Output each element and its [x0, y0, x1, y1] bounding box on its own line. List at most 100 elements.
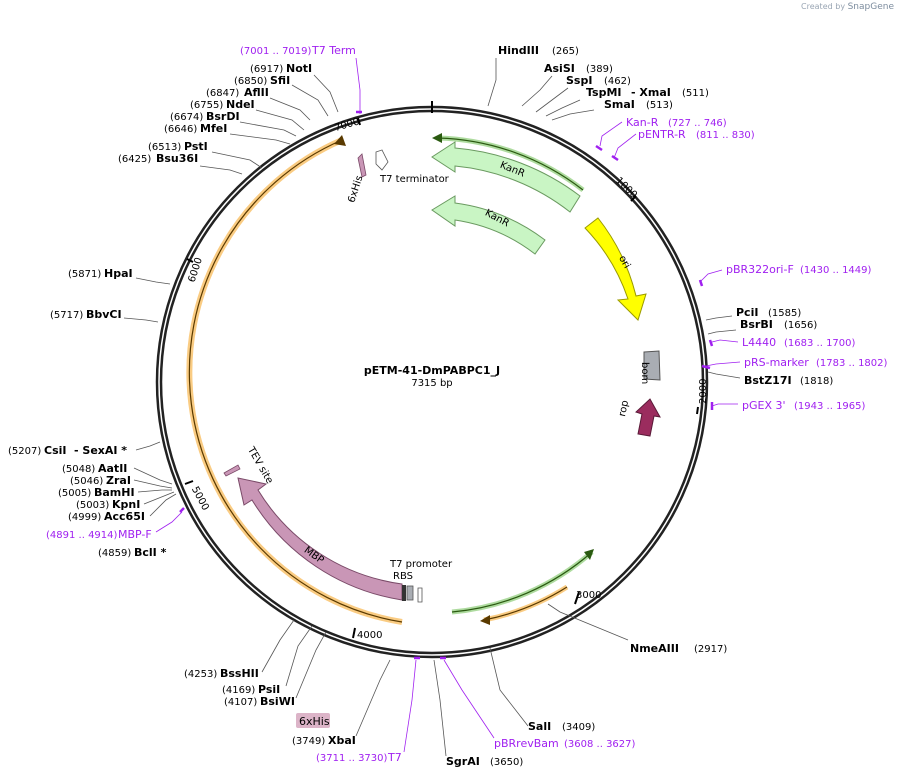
enzyme-aflii: AflII	[244, 86, 269, 99]
enzyme-mfei: MfeI	[200, 122, 227, 135]
enzyme-psii: PsiI	[258, 683, 280, 696]
credit-prefix: Created by	[801, 2, 846, 11]
t7-promoter-outline	[417, 587, 423, 603]
orf-arc-left-head	[334, 135, 346, 146]
enzyme-mfei-pos: (6646)	[164, 124, 197, 135]
primer-t7-range: (3711 .. 3730)	[316, 753, 388, 764]
tick-label-2000: 2000	[698, 379, 709, 404]
orf-arc-top-head	[432, 133, 442, 143]
enzyme-xmai-pos: (511)	[682, 88, 709, 99]
enzyme-pcii-pos: (1585)	[768, 308, 801, 319]
enzyme-pcii: PciI	[736, 306, 758, 319]
primer-pentr-r: pENTR-R	[638, 128, 686, 141]
enzyme-hindiii: HindIII	[498, 44, 539, 57]
enzyme-bsrdi-pos: (6674)	[170, 112, 203, 123]
enzyme-aflii-pos: (6847)	[206, 88, 239, 99]
enzyme-bsrbi: BsrBI	[740, 318, 773, 331]
enzyme-csii-pos: (5207)	[8, 446, 41, 457]
enzyme-bsiwi-pos: (4107)	[224, 697, 257, 708]
primer-pbr322ori-f: pBR322ori-F	[726, 263, 794, 276]
t7-promoter-feature	[402, 585, 406, 601]
enzyme-noti: NotI	[286, 62, 312, 75]
enzyme-kpni-pos: (5003)	[76, 500, 109, 511]
his-tag-top-label: 6xHis	[346, 174, 365, 204]
tick-label-3000: 3000	[576, 590, 601, 601]
primer-pentr-r-range: (811 .. 830)	[696, 130, 755, 141]
enzyme-xbai-pos: (3749)	[292, 736, 325, 747]
enzyme-smai-pos: (513)	[646, 100, 673, 111]
tick-label-7000: 7000	[333, 116, 360, 134]
his-tag-top-feature	[357, 153, 367, 178]
enzyme-ndei: NdeI	[226, 98, 255, 111]
ori-feature	[584, 217, 647, 321]
leader-lines	[123, 58, 741, 757]
bom-label: bom	[639, 362, 650, 384]
enzyme-xmai: - XmaI	[631, 86, 671, 99]
enzyme-tspmi: TspMI	[586, 86, 622, 99]
enzyme-bamhi: BamHI	[94, 486, 135, 499]
tick-marks	[184, 117, 699, 639]
primer-pbr322ori-f-range: (1430 .. 1449)	[800, 265, 872, 276]
enzyme-asisi: AsiSI	[544, 62, 575, 75]
enzyme-smai: SmaI	[604, 98, 635, 111]
rop-feature	[635, 398, 661, 437]
primer-prs-marker: pRS-marker	[744, 356, 809, 369]
enzyme-kpni: KpnI	[112, 498, 140, 511]
enzyme-bbvci-pos: (5717)	[50, 310, 83, 321]
orf-arc-bottom-green-head	[584, 549, 594, 560]
credit-brand: SnapGene	[847, 2, 894, 12]
enzyme-sgrai: SgrAI	[446, 755, 480, 768]
enzyme-bsu36i-pos: (6425)	[118, 154, 151, 165]
enzyme-sexai: - SexAI *	[74, 444, 127, 457]
enzyme-aatii-pos: (5048)	[62, 464, 95, 475]
primer-prs-marker-range: (1783 .. 1802)	[816, 358, 888, 369]
enzyme-psti-pos: (6513)	[148, 142, 181, 153]
primer-pgex3-range: (1943 .. 1965)	[794, 401, 866, 412]
primer-markers	[179, 110, 714, 660]
enzyme-bsshii-pos: (4253)	[184, 669, 217, 680]
primer-mbp-f-range: (4891 .. 4914)	[46, 530, 118, 541]
primer-pgex3: pGEX 3'	[742, 399, 786, 412]
kanr-feature-1	[431, 141, 581, 213]
enzyme-psii-pos: (4169)	[222, 685, 255, 696]
tev-label: TEV site	[245, 444, 275, 485]
enzyme-psti: PstI	[184, 140, 208, 153]
enzyme-xbai: XbaI	[328, 734, 356, 747]
enzyme-hpai-pos: (5871)	[68, 269, 101, 280]
enzyme-bcli: BclI *	[134, 546, 167, 559]
orf-arc-left-line	[188, 139, 403, 623]
enzyme-bsu36i: Bsu36I	[156, 152, 198, 165]
tick-label-4000: 4000	[357, 630, 382, 641]
primer-mbp-f: MBP-F	[118, 528, 152, 541]
primer-t7: T7	[387, 751, 402, 764]
enzyme-sfii: SfiI	[270, 74, 290, 87]
enzyme-sfii-pos: (6850)	[234, 76, 267, 87]
enzyme-acc65i: Acc65I	[104, 510, 145, 523]
primer-t7term-range: (7001 .. 7019)	[240, 46, 312, 57]
enzyme-noti-pos: (6917)	[250, 64, 283, 75]
his-tag-bottom-label: 6xHis	[299, 715, 330, 728]
enzyme-bcli-pos: (4859)	[98, 548, 131, 559]
enzyme-nmeaiii-pos: (2917)	[694, 644, 727, 655]
kanr-feature-2	[431, 195, 546, 255]
enzyme-bstz17i: BstZ17I	[744, 374, 792, 387]
enzyme-bamhi-pos: (5005)	[58, 488, 91, 499]
enzyme-aatii: AatII	[98, 462, 127, 475]
primer-t7term: T7 Term	[311, 44, 356, 57]
rbs-feature	[406, 585, 414, 601]
primer-kanr-range: (727 .. 746)	[668, 118, 727, 129]
bom-feature	[643, 350, 661, 381]
plasmid-size: 7315 bp	[411, 378, 452, 389]
enzyme-csii: CsiI	[44, 444, 66, 457]
enzyme-sgrai-pos: (3650)	[490, 757, 523, 768]
enzyme-bsshii: BssHII	[220, 667, 259, 680]
his-tag-bottom-box	[296, 713, 330, 728]
rbs-label: RBS	[393, 571, 413, 582]
primer-l4440-range: (1683 .. 1700)	[784, 338, 856, 349]
enzyme-sspi-pos: (462)	[604, 76, 631, 87]
enzyme-zrai-pos: (5046)	[70, 476, 103, 487]
enzyme-hindiii-pos: (265)	[552, 46, 579, 57]
primer-pbrrevbam: pBRrevBam	[494, 737, 559, 750]
enzyme-bsrbi-pos: (1656)	[784, 320, 817, 331]
